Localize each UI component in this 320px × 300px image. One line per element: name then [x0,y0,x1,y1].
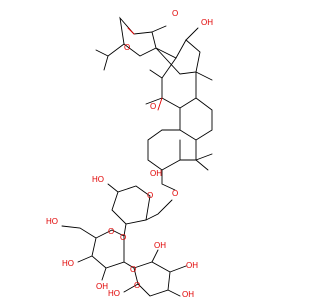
oh-rham-3-label: OH [182,290,194,299]
oh-top-label: OH [201,18,213,27]
oxygen-bonds [127,27,163,111]
atom-labels: O O OH O O HO OH O O HO O HO OH O O OH O… [46,9,213,299]
ketone-o-top-label: O [172,9,178,18]
bridge-o-label: O [120,233,126,242]
oh-xylose-label: OH [150,169,162,178]
ring-o-rhamnose-label: O [134,281,140,290]
oh-glucose-2-label: OH [96,282,108,291]
ring-o-xylose-label: O [147,191,153,200]
ho-glucose-1-label: HO [62,259,74,268]
chemical-structure-diagram: O O OH O O HO OH O O HO O HO OH O O OH O… [46,9,213,299]
oh-rham-1-label: OH [154,241,166,250]
oh-rham-2-label: OH [186,261,198,270]
ho-rham-4-label: HO [108,289,120,298]
ketone-o-mid-label: O [150,102,156,111]
ho-ch2oh-label: HO [46,217,58,226]
ring-o-glucose-label: O [108,227,114,236]
ether-o-label: O [172,189,178,198]
ho-xylose-label: HO [92,175,104,184]
bridge-o-2-label: O [130,265,136,274]
bond-lines [61,16,213,297]
furan-o-label: O [124,43,130,52]
